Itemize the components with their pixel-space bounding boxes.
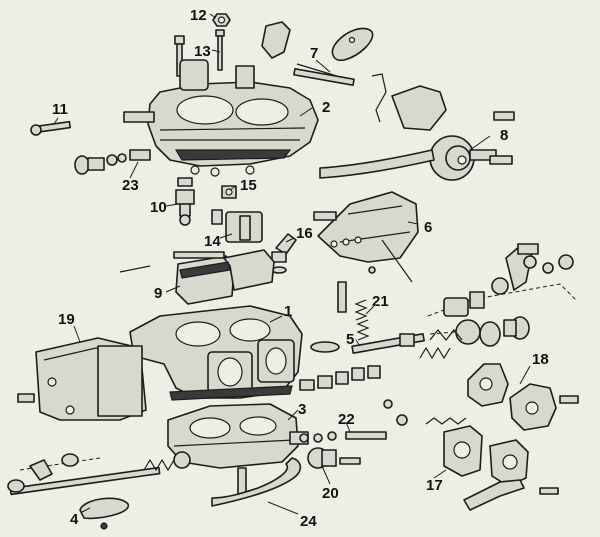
part-2-upper-body <box>123 59 319 177</box>
callout-20: 20 <box>322 485 339 502</box>
callout-3: 3 <box>298 401 306 418</box>
callout-13: 13 <box>194 43 211 60</box>
part-15-jet <box>221 185 237 199</box>
callout-17: 17 <box>426 477 443 494</box>
callout-24: 24 <box>300 513 317 530</box>
part-9-float <box>119 249 275 305</box>
leader-lines <box>53 13 531 515</box>
callout-labels: 12 13 7 2 11 8 23 10 15 14 16 6 9 1 21 5… <box>52 7 549 530</box>
callout-18: 18 <box>532 351 549 368</box>
callout-2: 2 <box>322 99 330 116</box>
callout-11: 11 <box>52 101 68 118</box>
callout-7: 7 <box>310 45 318 62</box>
misc-small-parts <box>299 266 408 426</box>
part-20-fitting <box>307 447 361 469</box>
callout-8: 8 <box>500 127 508 144</box>
callout-22: 22 <box>338 411 355 428</box>
callout-19: 19 <box>58 311 75 328</box>
part-17-diaphragm-cover <box>425 417 559 511</box>
part-23-screw <box>74 149 151 175</box>
accelerator-pump-assembly <box>427 243 577 347</box>
part-16-fitting <box>271 233 297 274</box>
part-8-vacuum-unit <box>319 73 515 181</box>
part-11-screw <box>30 120 72 136</box>
callout-16: 16 <box>296 225 313 242</box>
callout-21: 21 <box>372 293 389 310</box>
callout-6: 6 <box>424 219 432 236</box>
part-21-spring <box>337 281 370 341</box>
part-24-hose <box>211 457 302 507</box>
part-22-screw <box>299 431 387 443</box>
part-1-main-body <box>129 305 303 401</box>
part-4-throttle-shaft <box>7 451 191 530</box>
part-14-bracket <box>211 209 263 243</box>
callout-1: 1 <box>284 303 292 320</box>
callout-14: 14 <box>204 233 221 250</box>
part-10-needle-valve <box>175 177 195 226</box>
part-18-pump-cover <box>467 363 579 431</box>
callout-12: 12 <box>190 7 207 24</box>
part-6-choke-housing <box>313 191 419 283</box>
callout-10: 10 <box>150 199 167 216</box>
part-19-housing-plate <box>17 337 147 421</box>
callout-4: 4 <box>70 511 79 528</box>
part-12-nut <box>212 13 231 27</box>
callout-23: 23 <box>122 177 139 194</box>
part-3-throttle-body <box>167 403 309 497</box>
part-5-pump-shaft <box>310 332 451 360</box>
callout-15: 15 <box>240 177 257 194</box>
part-7-choke-flap <box>261 21 374 86</box>
callout-5: 5 <box>346 331 354 348</box>
callout-9: 9 <box>154 285 162 302</box>
